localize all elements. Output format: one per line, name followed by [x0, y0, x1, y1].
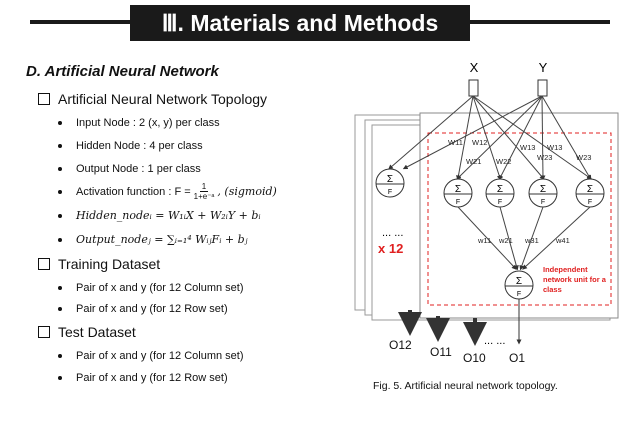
bullet-item: Hidden Node : 4 per class	[58, 140, 203, 152]
weight-label: W13	[520, 143, 535, 152]
section-label: Training Dataset	[58, 256, 161, 272]
dots-left: ... ...	[382, 227, 403, 239]
bullet-dot-icon	[58, 213, 62, 218]
neuron-sigma: Σ	[540, 184, 546, 195]
neuron-sigma: Σ	[497, 184, 503, 195]
fraction-denominator: 1+e⁻ᵃ	[193, 192, 215, 201]
bullet-dot-icon	[58, 376, 62, 380]
weight-label: W21	[466, 157, 481, 166]
bullet-dot-icon	[58, 237, 62, 242]
weight-label: W13	[547, 143, 562, 152]
section-subtitle: D. Artificial Neural Network	[26, 63, 219, 80]
input-x-label: X	[470, 60, 479, 75]
bullet-item: Pair of x and y (for 12 Column set)	[58, 350, 244, 362]
weight-label: w31	[524, 236, 539, 245]
section-label: Test Dataset	[58, 324, 136, 340]
hidden-neuron-background	[375, 168, 405, 198]
bullet-dot-icon	[58, 189, 62, 194]
neuron-f: F	[517, 291, 521, 298]
output-label: O12	[389, 338, 412, 352]
bullet-text: Pair of x and y (for 12 Row set)	[76, 372, 228, 384]
weight-label: w21	[498, 236, 513, 245]
weight-label: W11	[448, 138, 463, 147]
bullet-item: Pair of x and y (for 12 Row set)	[58, 303, 228, 315]
bullet-text: Output Node : 1 per class	[76, 163, 201, 175]
output-formula: Output_nodeⱼ = ∑ᵢ₌₁⁴ WᵢⱼFᵢ + bⱼ	[76, 233, 248, 246]
dots-bottom: ... ...	[484, 335, 505, 347]
weight-label: w41	[555, 236, 570, 245]
bullet-dot-icon	[58, 354, 62, 358]
bullet-hidden-formula: Hidden_nodeᵢ = W₁ᵢX + W₂ᵢY + bᵢ	[58, 209, 261, 222]
page-title: Ⅲ. Materials and Methods	[130, 5, 470, 41]
independent-note-line: Independent	[543, 265, 588, 274]
hidden-formula: Hidden_nodeᵢ = W₁ᵢX + W₂ᵢY + bᵢ	[76, 209, 261, 222]
checkbox-icon	[38, 258, 50, 270]
input-x-node	[468, 79, 479, 97]
activation-suffix: , (sigmoid)	[217, 185, 277, 198]
bullet-dot-icon	[58, 307, 62, 311]
header-rule-left	[30, 20, 130, 24]
neuron-f: F	[498, 199, 502, 206]
neuron-f: F	[456, 199, 460, 206]
neuron-f: F	[588, 199, 592, 206]
weight-label: W23	[537, 153, 552, 162]
checkbox-icon	[38, 326, 50, 338]
neuron-f: F	[541, 199, 545, 206]
bullet-item: Input Node : 2 (x, y) per class	[58, 117, 220, 129]
bullet-text: Hidden Node : 4 per class	[76, 140, 203, 152]
bullet-item: Pair of x and y (for 12 Column set)	[58, 282, 244, 294]
bullet-text: Pair of x and y (for 12 Column set)	[76, 282, 244, 294]
input-y-label: Y	[539, 60, 548, 75]
header-rule-right	[470, 20, 610, 24]
independent-note-line: network unit for a	[543, 275, 607, 284]
fraction-numerator: 1	[199, 182, 209, 192]
activation-prefix: Activation function : F =	[76, 185, 191, 198]
figure-caption: Fig. 5. Artificial neural network topolo…	[373, 380, 558, 392]
neuron-f: F	[388, 189, 392, 196]
bullet-output-formula: Output_nodeⱼ = ∑ᵢ₌₁⁴ WᵢⱼFᵢ + bⱼ	[58, 233, 248, 246]
neuron-sigma: Σ	[587, 184, 593, 195]
neuron-sigma: Σ	[387, 174, 393, 185]
section-heading: Training Dataset	[38, 256, 160, 272]
checkbox-icon	[38, 93, 50, 105]
weight-label: W12	[472, 138, 487, 147]
bullet-dot-icon	[58, 121, 62, 125]
bullet-dot-icon	[58, 167, 62, 171]
independent-unit-box	[427, 132, 612, 306]
neuron-sigma: Σ	[455, 184, 461, 195]
activation-fraction: 1 1+e⁻ᵃ	[194, 182, 215, 201]
bullet-text: Pair of x and y (for 12 Row set)	[76, 303, 228, 315]
output-label: O11	[430, 345, 452, 359]
neuron-sigma: Σ	[516, 276, 522, 287]
independent-note-line: class	[543, 285, 562, 294]
output-label: O10	[463, 351, 486, 365]
bullet-text: Input Node : 2 (x, y) per class	[76, 117, 220, 129]
bullet-text: Pair of x and y (for 12 Column set)	[76, 350, 244, 362]
weight-label: W23	[576, 153, 591, 162]
weight-label: W22	[496, 157, 511, 166]
output-label: O1	[509, 351, 525, 365]
section-heading: Test Dataset	[38, 324, 136, 340]
section-heading: Artificial Neural Network Topology	[38, 91, 267, 107]
bullet-dot-icon	[58, 144, 62, 148]
weight-label: w11	[477, 236, 491, 245]
multiplier-label: x 12	[378, 241, 403, 256]
bullet-item: Pair of x and y (for 12 Row set)	[58, 372, 228, 384]
hidden-layer: Σ F Σ F Σ F Σ F	[443, 178, 605, 208]
bullet-dot-icon	[58, 286, 62, 290]
bullet-item: Output Node : 1 per class	[58, 163, 201, 175]
input-y-node	[537, 79, 548, 97]
section-label: Artificial Neural Network Topology	[58, 91, 268, 107]
bullet-activation: Activation function : F = 1 1+e⁻ᵃ , (sig…	[58, 182, 277, 201]
